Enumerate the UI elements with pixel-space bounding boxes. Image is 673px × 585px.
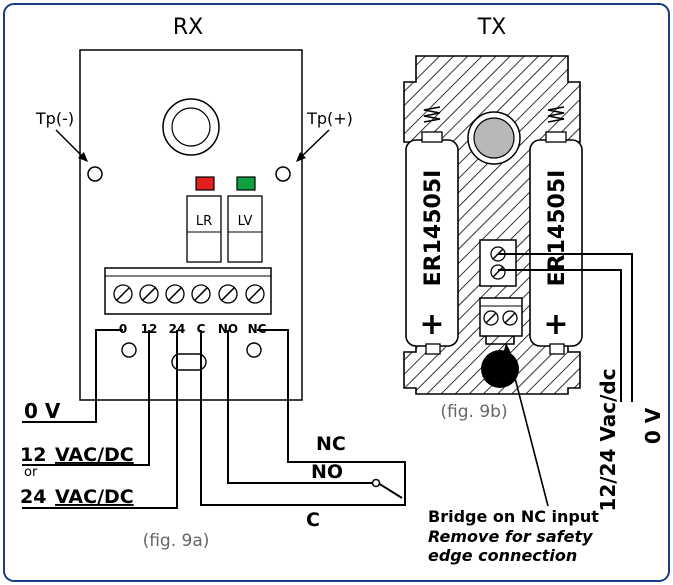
rx-screw-1-slot [142,287,156,301]
wire-c [200,330,406,506]
rx-mount-hole-left [121,342,137,358]
terminal-label-12: 12 [141,322,158,336]
rx-caption: (fig. 9a) [143,531,210,551]
note-line-1: Bridge on NC input [428,507,599,526]
label-12: 12 [20,444,46,466]
outer-frame [3,3,670,582]
tx-zero-v-label: 0 V [641,407,665,444]
tx-supply-label: 12/24 Vac/dc [596,368,620,511]
rx-wires [22,329,406,509]
tx-spring-right [547,106,565,123]
rx-sensor-outer [162,98,220,156]
tx-screw-supply-bottom-slot [492,266,504,278]
tx-screw-nc-right-slot [504,312,516,324]
terminal-label-24: 24 [169,322,186,336]
rx-screw-4-slot [221,287,235,301]
switch-blade [377,482,403,499]
rx-slot [171,353,207,371]
bridge-pointer-arrow [503,343,511,354]
led-red [195,176,215,191]
wire-0v [22,329,123,423]
wire-nc [257,329,406,463]
rx-board [79,49,303,401]
wire-24vac [22,330,178,509]
terminal-label-no: NO [218,322,238,336]
tx-nc-bridge [485,336,515,345]
switch-contact [371,478,381,488]
relay-lr [186,195,222,263]
tx-screw-nc-left-slot [485,312,497,324]
rx-screw-3-slot [194,287,208,301]
relay-lv [227,195,263,263]
tx-sensor [473,117,515,159]
tx-battery-right-label: ER14505I [545,170,570,287]
bridge-pointer [506,346,549,507]
tp-minus-point [87,166,103,182]
wire-no [227,330,372,484]
tp-plus-label: Tp(+) [306,109,353,128]
tx-battery-left-plus: + [419,307,444,342]
led-green [236,176,256,191]
tx-battery-right-contact [549,343,565,355]
label-no: NO [311,461,343,483]
tx-battery-right-plus: + [543,307,568,342]
tp-plus-arrow [299,129,330,159]
tx-battery-left-contact [425,343,441,355]
tx-title: TX [477,15,507,40]
tx-supply-wires [498,253,633,402]
rx-screw-0-slot [116,287,130,301]
led-green-label: LV [238,214,253,229]
tp-plus-point [275,166,291,182]
rx-title: RX [173,15,203,40]
rx-terminal-block [104,267,272,315]
label-0v: 0 V [24,399,61,423]
rx-screw-5-slot [248,287,262,301]
rx-terminal-labels: 0 12 24 C NO NC [119,322,267,336]
label-or: or [24,465,38,480]
rx-sensor-inner [171,107,211,147]
note-line-2: Remove for safety [428,527,593,546]
tx-battery-left-label: ER14505I [421,170,446,287]
terminal-label-c: C [197,322,206,336]
tp-minus-arrow [55,129,85,159]
rx-screws [113,284,265,304]
label-c: C [306,509,320,531]
label-24-unit: VAC/DC [55,486,134,508]
label-24: 24 [20,486,46,508]
rx-mount-hole-right [246,342,262,358]
tp-minus-label: Tp(-) [35,109,74,128]
tp-minus-arrowhead [78,152,88,162]
led-red-label: LR [196,214,212,229]
label-nc: NC [316,433,346,455]
tx-caption: (fig. 9b) [440,402,507,422]
note-line-3: edge connection [428,546,577,565]
tx-battery-right-cap [545,131,567,143]
tx-battery-left-cap [421,131,443,143]
wire-12vac [22,330,150,466]
rx-screw-2-slot [168,287,182,301]
label-12-unit: VAC/DC [55,444,134,466]
tx-spring-left [423,106,441,123]
tp-plus-arrowhead [296,152,306,162]
